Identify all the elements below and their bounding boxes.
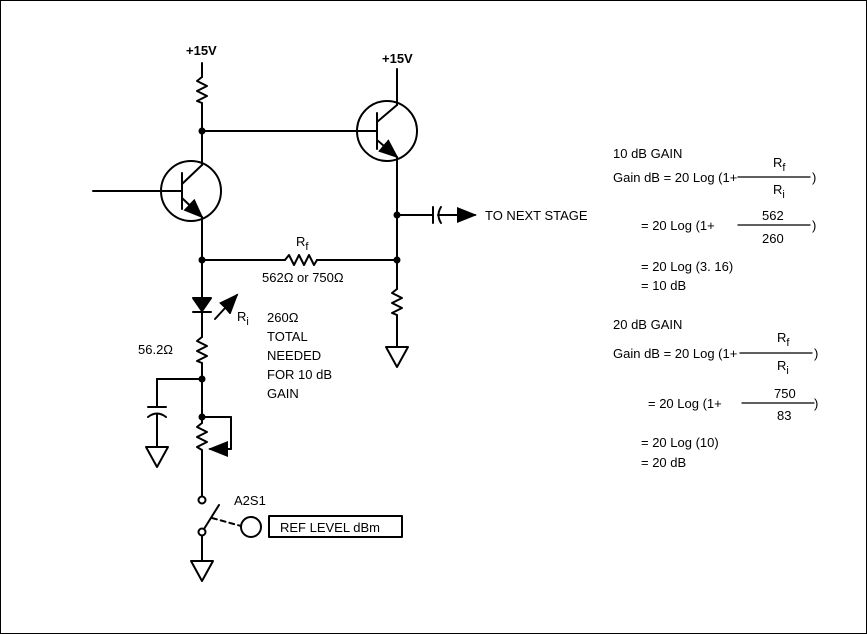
transistor-q2 xyxy=(356,100,418,162)
supply-label-left: +15V xyxy=(186,43,217,58)
emitter-resistor-right xyxy=(391,288,403,316)
ground-icon-cap xyxy=(145,446,169,468)
ref-level-knob xyxy=(240,516,262,538)
eq-10db-1-suffix: ) xyxy=(812,170,816,185)
rf-label: Rf xyxy=(296,234,309,253)
eq-10db-3: = 20 Log (3. 16) xyxy=(641,259,733,274)
ri-label: Ri xyxy=(237,309,249,328)
variable-resistor-ri xyxy=(192,293,239,320)
eq-10db-1-num: Rf xyxy=(773,155,786,174)
trim-potentiometer xyxy=(196,413,232,498)
supply-label-right: +15V xyxy=(382,51,413,66)
output-label: TO NEXT STAGE xyxy=(485,208,588,223)
resistor-56-2 xyxy=(196,336,208,364)
ref-level-label: REF LEVEL dBm xyxy=(280,520,380,535)
switch-a2s1 xyxy=(197,495,242,562)
output-capacitor xyxy=(396,206,477,224)
eq-20db-4: = 20 dB xyxy=(641,455,686,470)
switch-label: A2S1 xyxy=(234,493,266,508)
heading-20db: 20 dB GAIN xyxy=(613,317,682,332)
eq-10db-2-num: 562 xyxy=(762,208,784,223)
eq-20db-2-num: 750 xyxy=(774,386,796,401)
ground-icon-switch xyxy=(190,560,214,582)
heading-10db: 10 dB GAIN xyxy=(613,146,682,161)
transistor-q1 xyxy=(92,160,222,222)
ref-level-box xyxy=(268,515,403,538)
eq-10db-1-den: Ri xyxy=(773,182,785,201)
eq-10db-4: = 10 dB xyxy=(641,278,686,293)
eq-20db-2-suffix: ) xyxy=(814,396,818,411)
eq-20db-1-prefix: Gain dB = 20 Log (1+ xyxy=(613,346,737,361)
note-line: TOTAL xyxy=(267,329,308,344)
bypass-capacitor xyxy=(147,378,203,448)
ground-icon-right xyxy=(385,346,409,368)
note-line: NEEDED xyxy=(267,348,321,363)
eq-10db-1-prefix: Gain dB = 20 Log (1+ xyxy=(613,170,737,185)
note-line: FOR 10 dB xyxy=(267,367,332,382)
eq-20db-1-num: Rf xyxy=(777,330,790,349)
rf-values-label: 562Ω or 750Ω xyxy=(262,270,344,285)
note-line: GAIN xyxy=(267,386,299,401)
resistor-56-label: 56.2Ω xyxy=(138,342,173,357)
feedback-resistor-rf xyxy=(284,254,318,266)
collector-resistor xyxy=(196,76,208,104)
eq-20db-2-prefix: = 20 Log (1+ xyxy=(648,396,722,411)
eq-10db-2-suffix: ) xyxy=(812,218,816,233)
eq-20db-1-den: Ri xyxy=(777,358,789,377)
note-value: 260Ω xyxy=(267,310,299,325)
eq-10db-2-prefix: = 20 Log (1+ xyxy=(641,218,715,233)
eq-10db-2-den: 260 xyxy=(762,231,784,246)
eq-20db-2-den: 83 xyxy=(777,408,791,423)
eq-20db-1-suffix: ) xyxy=(814,346,818,361)
eq-20db-3: = 20 Log (10) xyxy=(641,435,719,450)
